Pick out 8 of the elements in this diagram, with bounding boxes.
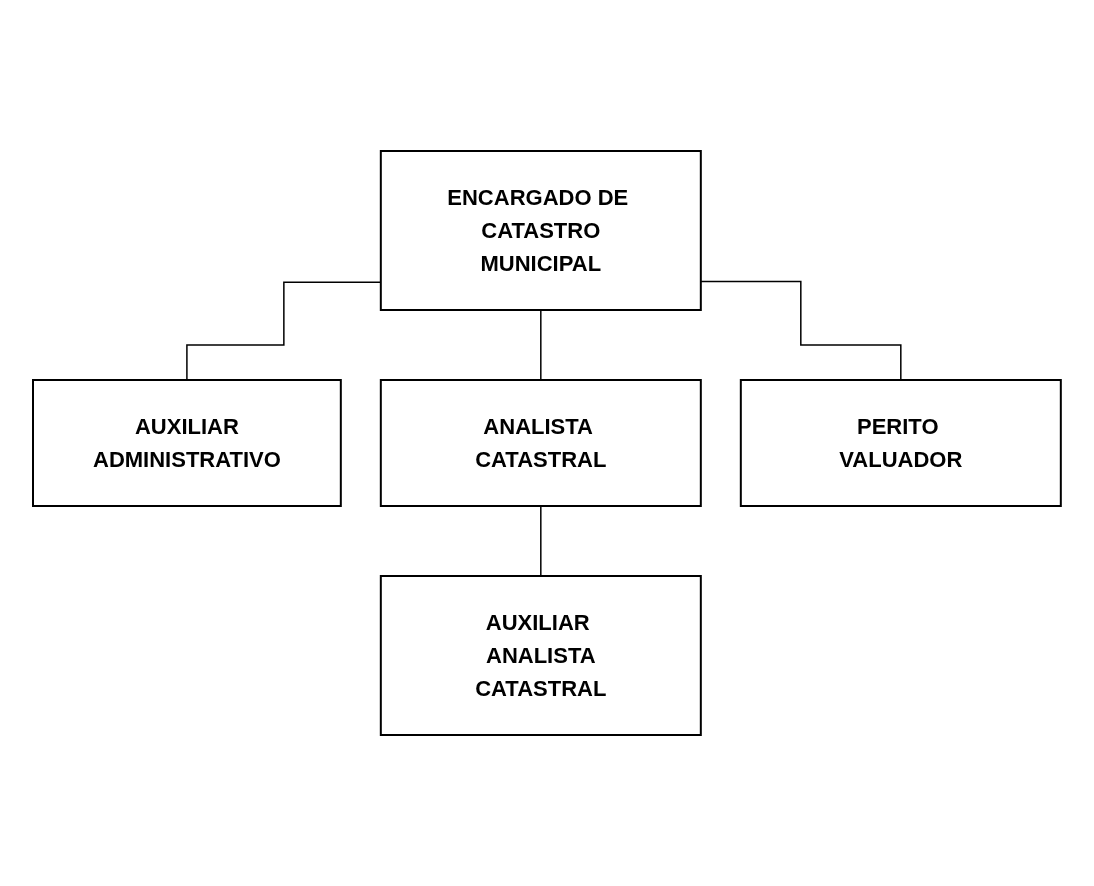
node-box: ANALISTA CATASTRAL [379, 379, 702, 507]
connector [540, 309, 542, 381]
node-box: AUXILIAR ADMINISTRATIVO [32, 379, 342, 507]
node-box: PERITO VALUADOR [739, 379, 1062, 507]
connector [540, 505, 542, 577]
node-box: ENCARGADO DE CATASTRO MUNICIPAL [379, 150, 702, 311]
connector [700, 280, 902, 381]
node-box: AUXILIAR ANALISTA CATASTRAL [379, 575, 702, 736]
